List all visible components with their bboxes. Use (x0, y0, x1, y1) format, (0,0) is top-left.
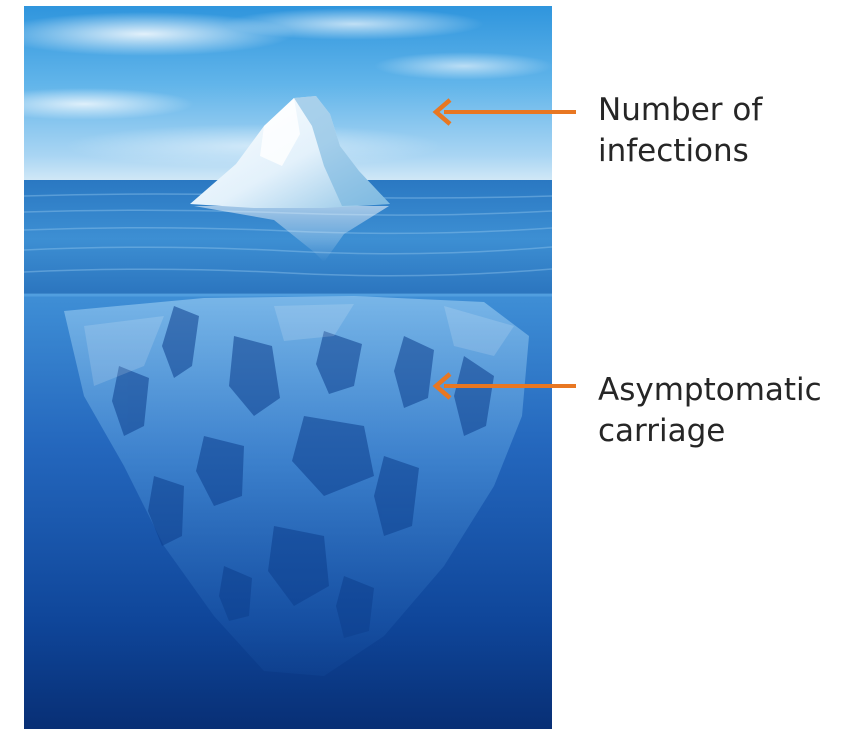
left-arrow-icon (430, 370, 580, 402)
callout-line: Asymptomatic (598, 372, 822, 408)
callout-line: infections (598, 133, 749, 169)
left-arrow-icon (430, 96, 580, 128)
callout-asymptomatic-carriage: Asymptomatic carriage (598, 370, 822, 452)
callout-number-of-infections: Number of infections (598, 90, 762, 172)
callout-line: carriage (598, 413, 725, 449)
callout-line: Number of (598, 92, 762, 128)
